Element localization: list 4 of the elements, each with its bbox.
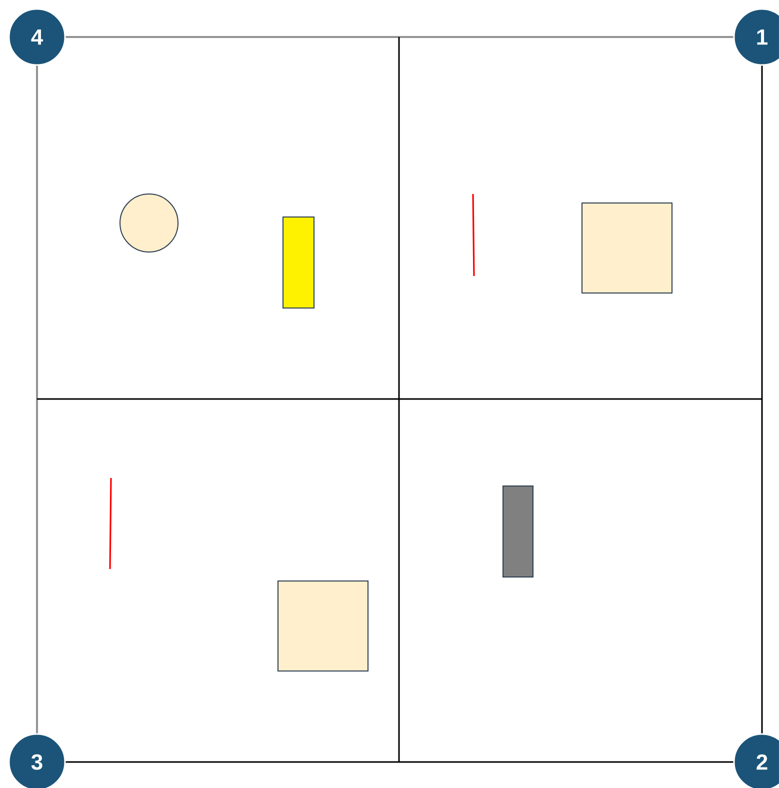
number-badge: 4 (8, 8, 66, 66)
number-badge: 3 (8, 733, 66, 788)
number-badge: 1 (733, 8, 779, 66)
number-badge: 2 (733, 733, 779, 788)
